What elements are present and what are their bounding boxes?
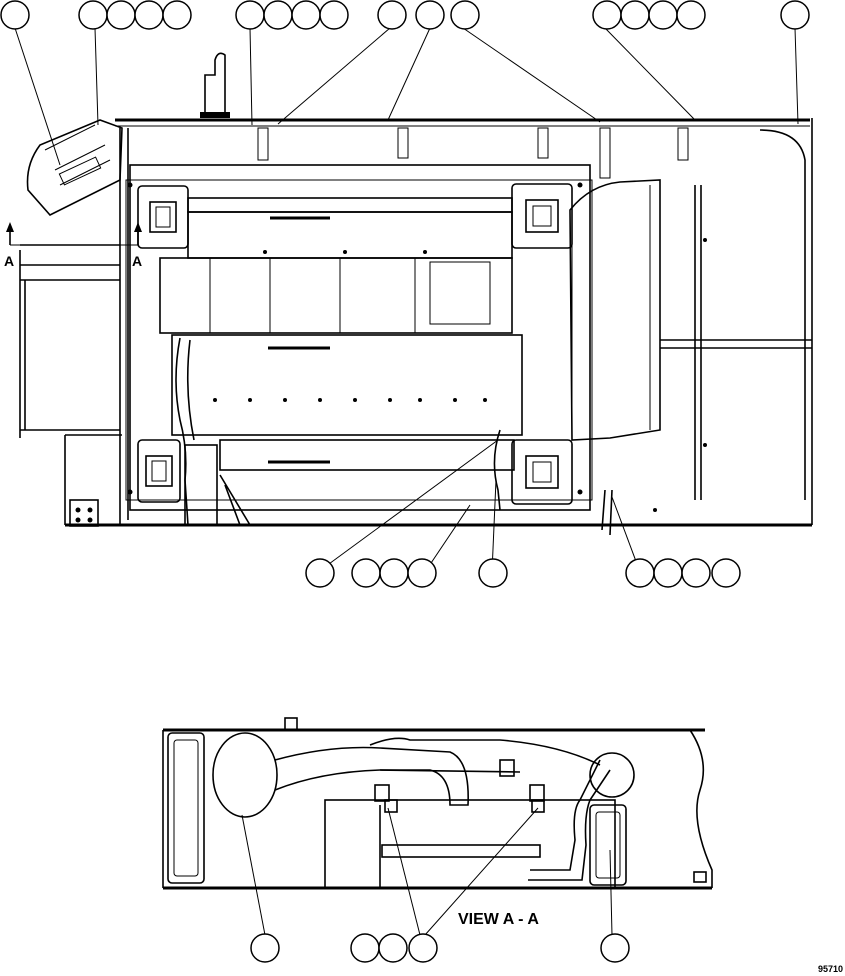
view-title: VIEW A - A [458, 911, 539, 928]
mount-pad-top-left [137, 185, 189, 249]
reference-bubbles-bottom [250, 933, 630, 963]
section-marker-label-left: A [4, 253, 14, 269]
mount-pad-top-right [511, 183, 573, 249]
reference-bubbles-top [0, 0, 810, 30]
section-marker-label-right: A [132, 253, 142, 269]
fastener-dots [127, 182, 707, 512]
section-marker-right: A [132, 222, 142, 269]
leader-lines-middle [317, 439, 641, 573]
section-marker-left: A [4, 222, 14, 269]
top-view: A A [4, 52, 813, 536]
section-view-a-a: VIEW A - A [162, 717, 713, 928]
leader-lines-bottom [241, 807, 613, 936]
reference-bubbles-middle [305, 558, 741, 588]
figure-number: 95710 [818, 964, 843, 974]
mount-pad-bottom-right [511, 439, 573, 505]
leader-lines-top [14, 27, 799, 166]
mount-pad-bottom-left [137, 439, 181, 503]
